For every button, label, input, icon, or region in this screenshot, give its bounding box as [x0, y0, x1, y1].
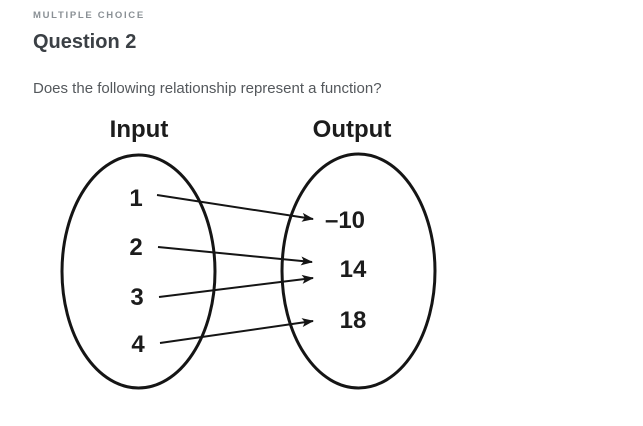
input-value-1: 1: [129, 185, 142, 212]
output-value-14: 14: [340, 256, 367, 283]
arrow-3-to-14: [158, 274, 314, 298]
input-value-2: 2: [129, 234, 142, 261]
input-value-3: 3: [130, 284, 143, 311]
arrow-4-to-18: [159, 318, 314, 344]
input-set-label: Input: [110, 116, 169, 143]
input-set-oval: [60, 153, 217, 390]
output-value-neg10: –10: [325, 207, 365, 234]
question-type-label: MULTIPLE CHOICE: [33, 10, 145, 21]
question-title: Question 2: [33, 31, 137, 53]
output-set-label: Output: [313, 116, 392, 143]
question-text: Does the following relationship represen…: [33, 80, 382, 97]
arrow-1-to-neg10: [156, 194, 314, 222]
output-set-oval: [280, 152, 437, 390]
output-value-18: 18: [340, 307, 367, 334]
input-value-4: 4: [131, 331, 145, 358]
arrow-2-to-14: [157, 246, 313, 266]
